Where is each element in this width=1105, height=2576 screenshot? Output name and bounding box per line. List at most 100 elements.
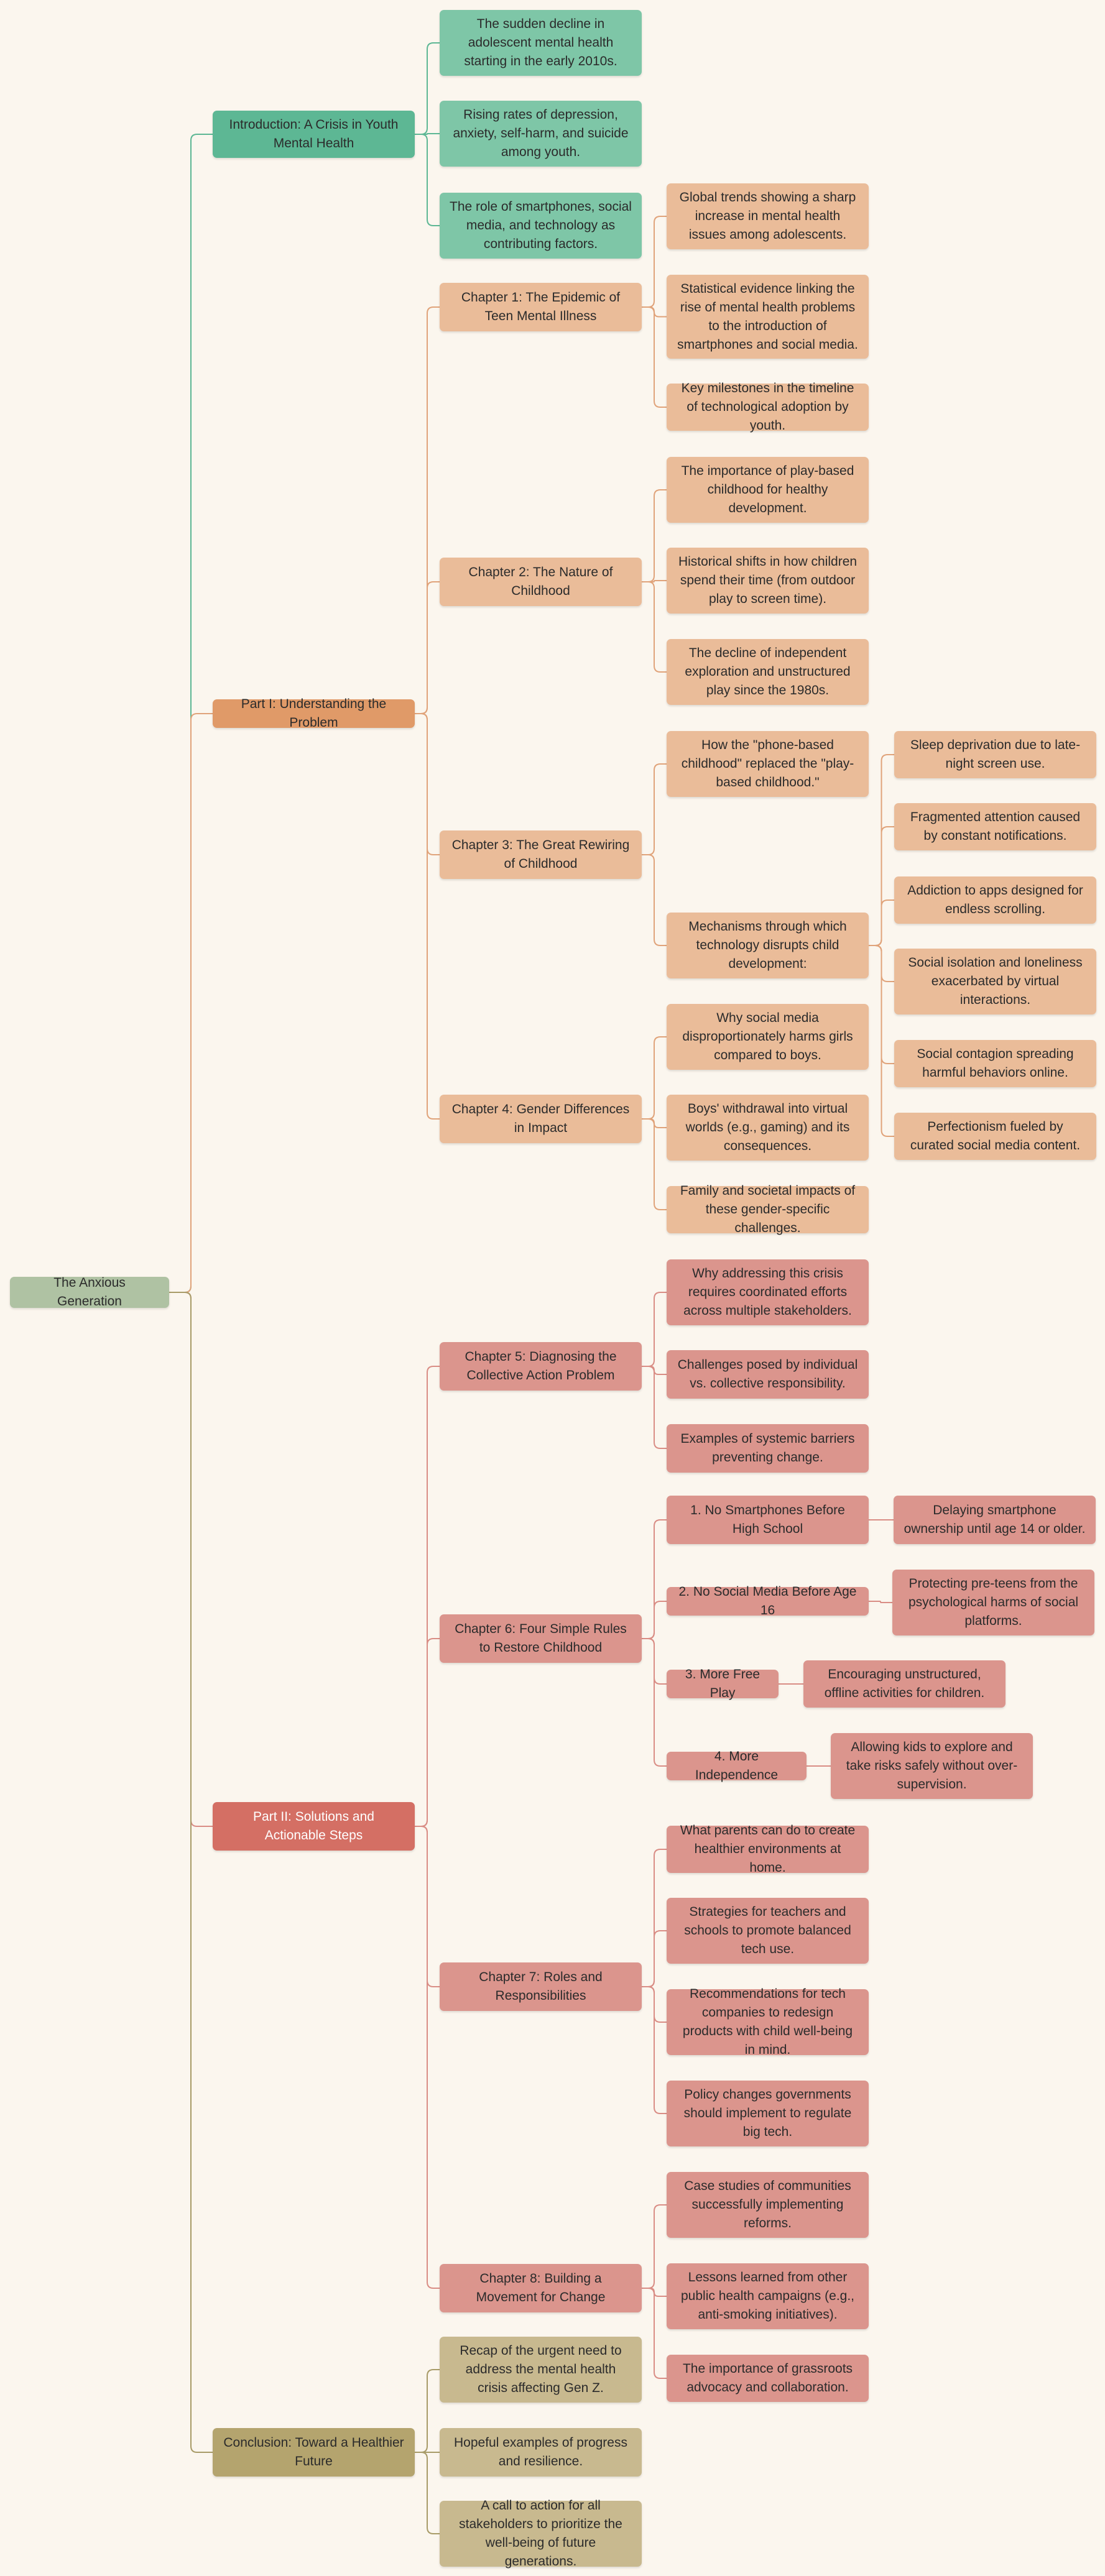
connector-edge <box>642 1601 667 1639</box>
branch-node-conclusion-toward-a-healthier-future[interactable]: Conclusion: Toward a Healthier Future <box>213 2428 415 2477</box>
topic-node-how-the-phone-based-childhood-replaced[interactable]: How the "phone-based childhood" replaced… <box>667 731 869 797</box>
node-label: Challenges posed by individual vs. colle… <box>677 1358 858 1391</box>
topic-node-delaying-smartphone-ownership-until-age-14[interactable]: Delaying smartphone ownership until age … <box>894 1496 1096 1544</box>
connector-edge <box>869 899 894 946</box>
topic-node-challenges-posed-by-individual-vs-collective[interactable]: Challenges posed by individual vs. colle… <box>667 1350 869 1399</box>
topic-node-why-social-media-disproportionately-harms-girls[interactable]: Why social media disproportionately harm… <box>667 1004 869 1070</box>
topic-node-a-call-to-action-for-all[interactable]: A call to action for all stakeholders to… <box>440 2498 642 2569</box>
topic-node-key-milestones-in-the-timeline-of[interactable]: Key milestones in the timeline of techno… <box>667 381 869 433</box>
node-label: Mechanisms through which technology disr… <box>688 919 847 971</box>
topic-node-addiction-to-apps-designed-for-endless[interactable]: Addiction to apps designed for endless s… <box>894 876 1096 924</box>
node-label: A call to action for all stakeholders to… <box>459 2498 622 2569</box>
connector-edge <box>642 1638 667 1767</box>
connector-edge <box>642 489 667 582</box>
topic-node-chapter-4-gender-differences-in-impact[interactable]: Chapter 4: Gender Differences in Impact <box>440 1095 642 1143</box>
node-label: Recap of the urgent need to address the … <box>460 2344 622 2395</box>
topic-node-lessons-learned-from-other-public-health[interactable]: Lessons learned from other public health… <box>667 2263 869 2329</box>
topic-node-encouraging-unstructured-offline-activities-for-children[interactable]: Encouraging unstructured, offline activi… <box>803 1660 1006 1708</box>
topic-node-social-isolation-and-loneliness-exacerbated-by[interactable]: Social isolation and loneliness exacerba… <box>894 949 1096 1014</box>
branch-node-part-ii-solutions-and-actionable-steps[interactable]: Part II: Solutions and Actionable Steps <box>213 1802 415 1851</box>
connector-edge <box>415 2369 440 2453</box>
node-label: Policy changes governments should implem… <box>683 2087 852 2139</box>
node-label: 3. More Free Play <box>685 1667 761 1700</box>
node-label: The decline of independent exploration a… <box>685 646 851 697</box>
topic-node-policy-changes-governments-should-implement-to[interactable]: Policy changes governments should implem… <box>667 2081 869 2146</box>
node-label: Examples of systemic barriers preventing… <box>680 1432 855 1465</box>
connector-edge <box>642 580 667 582</box>
connector-edge <box>642 1292 667 1367</box>
topic-node-hopeful-examples-of-progress-and-resilience[interactable]: Hopeful examples of progress and resilie… <box>440 2428 642 2477</box>
topic-node-examples-of-systemic-barriers-preventing-change[interactable]: Examples of systemic barriers preventing… <box>667 1424 869 1473</box>
node-label: Chapter 5: Diagnosing the Collective Act… <box>465 1350 617 1382</box>
branch-node-introduction-a-crisis-in-youth-mental[interactable]: Introduction: A Crisis in Youth Mental H… <box>213 111 415 158</box>
node-label: Family and societal impacts of these gen… <box>680 1184 856 1235</box>
connector-edge <box>869 945 894 1137</box>
connector-edge <box>642 1930 667 1987</box>
branch-node-part-i-understanding-the-problem[interactable]: Part I: Understanding the Problem <box>213 697 415 730</box>
connector-edge <box>415 713 440 1120</box>
node-label: Chapter 3: The Great Rewiring of Childho… <box>451 838 630 871</box>
connector-edge <box>642 306 667 408</box>
topic-node-allowing-kids-to-explore-and-take[interactable]: Allowing kids to explore and take risks … <box>831 1733 1033 1799</box>
topic-node-family-and-societal-impacts-of-these[interactable]: Family and societal impacts of these gen… <box>667 1184 869 1235</box>
topic-node-chapter-5-diagnosing-the-collective-action[interactable]: Chapter 5: Diagnosing the Collective Act… <box>440 1342 642 1391</box>
topic-node-chapter-2-the-nature-of-childhood[interactable]: Chapter 2: The Nature of Childhood <box>440 558 642 606</box>
node-label: The importance of play-based childhood f… <box>681 464 854 515</box>
topic-node-social-contagion-spreading-harmful-behaviors-online[interactable]: Social contagion spreading harmful behav… <box>894 1040 1096 1087</box>
node-label: Strategies for teachers and schools to p… <box>684 1905 851 1956</box>
node-label: Chapter 7: Roles and Responsibilities <box>479 1970 603 2003</box>
topic-node-the-importance-of-play-based-childhood[interactable]: The importance of play-based childhood f… <box>667 457 869 523</box>
topic-node-what-parents-can-do-to-create[interactable]: What parents can do to create healthier … <box>667 1823 869 1875</box>
topic-node-chapter-6-four-simple-rules-to[interactable]: Chapter 6: Four Simple Rules to Restore … <box>440 1614 642 1663</box>
topic-node-chapter-8-building-a-movement-for[interactable]: Chapter 8: Building a Movement for Chang… <box>440 2264 642 2312</box>
topic-node-global-trends-showing-a-sharp-increase[interactable]: Global trends showing a sharp increase i… <box>667 183 869 249</box>
connector-edge <box>415 1638 440 1827</box>
connector-edge <box>642 1036 667 1120</box>
topic-node-chapter-7-roles-and-responsibilities[interactable]: Chapter 7: Roles and Responsibilities <box>440 1962 642 2011</box>
topic-node-statistical-evidence-linking-the-rise-of[interactable]: Statistical evidence linking the rise of… <box>667 275 869 359</box>
topic-node-sleep-deprivation-due-to-late-night[interactable]: Sleep deprivation due to late-night scre… <box>894 731 1096 778</box>
topic-node-the-role-of-smartphones-social-media[interactable]: The role of smartphones, social media, a… <box>440 193 642 259</box>
connector-edge <box>642 1118 667 1210</box>
topic-node-4-more-independence[interactable]: 4. More Independence <box>667 1749 807 1782</box>
node-label: Sleep deprivation due to late-night scre… <box>910 738 1081 771</box>
connector-edge <box>642 216 667 308</box>
topic-node-recommendations-for-tech-companies-to-redesign[interactable]: Recommendations for tech companies to re… <box>667 1987 869 2057</box>
node-label: Boys' withdrawal into virtual worlds (e.… <box>685 1102 850 1153</box>
node-label: Chapter 4: Gender Differences in Impact <box>451 1102 630 1135</box>
topic-node-the-importance-of-grassroots-advocacy-and[interactable]: The importance of grassroots advocacy an… <box>667 2355 869 2402</box>
topic-node-historical-shifts-in-how-children-spend[interactable]: Historical shifts in how children spend … <box>667 548 869 614</box>
topic-node-protecting-pre-teens-from-the-psychological[interactable]: Protecting pre-teens from the psychologi… <box>892 1570 1094 1635</box>
node-label: What parents can do to create healthier … <box>680 1823 856 1875</box>
node-label: Protecting pre-teens from the psychologi… <box>908 1576 1079 1628</box>
connector-edge <box>415 581 440 714</box>
topic-node-rising-rates-of-depression-anxiety-self[interactable]: Rising rates of depression, anxiety, sel… <box>440 101 642 167</box>
topic-node-boys-withdrawal-into-virtual-worlds-e[interactable]: Boys' withdrawal into virtual worlds (e.… <box>667 1095 869 1161</box>
topic-node-chapter-1-the-epidemic-of-teen[interactable]: Chapter 1: The Epidemic of Teen Mental I… <box>440 283 642 331</box>
node-label: Encouraging unstructured, offline activi… <box>824 1667 985 1700</box>
topic-node-strategies-for-teachers-and-schools-to[interactable]: Strategies for teachers and schools to p… <box>667 1898 869 1964</box>
topic-node-case-studies-of-communities-successfully-implementing[interactable]: Case studies of communities successfully… <box>667 2172 869 2238</box>
topic-node-perfectionism-fueled-by-curated-social-media[interactable]: Perfectionism fueled by curated social m… <box>894 1113 1096 1160</box>
connector-edge <box>642 1986 667 2114</box>
topic-node-fragmented-attention-caused-by-constant-notifications[interactable]: Fragmented attention caused by constant … <box>894 803 1096 850</box>
node-label: 1. No Smartphones Before High School <box>690 1503 845 1536</box>
topic-node-the-decline-of-independent-exploration-and[interactable]: The decline of independent exploration a… <box>667 639 869 705</box>
topic-node-the-sudden-decline-in-adolescent-mental[interactable]: The sudden decline in adolescent mental … <box>440 10 642 76</box>
connector-edge <box>642 2288 667 2379</box>
topic-node-1-no-smartphones-before-high-school[interactable]: 1. No Smartphones Before High School <box>667 1496 869 1544</box>
topic-node-why-addressing-this-crisis-requires-coordinated[interactable]: Why addressing this crisis requires coor… <box>667 1259 869 1325</box>
root-node[interactable]: The Anxious Generation <box>10 1276 169 1309</box>
topic-node-mechanisms-through-which-technology-disrupts-child[interactable]: Mechanisms through which technology disr… <box>667 913 869 978</box>
topic-node-recap-of-the-urgent-need-to[interactable]: Recap of the urgent need to address the … <box>440 2337 642 2403</box>
node-label: Introduction: A Crisis in Youth Mental H… <box>229 117 399 150</box>
topic-node-chapter-3-the-great-rewiring-of[interactable]: Chapter 3: The Great Rewiring of Childho… <box>440 830 642 879</box>
node-label: Rising rates of depression, anxiety, sel… <box>453 108 629 159</box>
node-label: Addiction to apps designed for endless s… <box>907 883 1083 916</box>
node-label: Social contagion spreading harmful behav… <box>917 1047 1074 1080</box>
topic-node-2-no-social-media-before-age[interactable]: 2. No Social Media Before Age 16 <box>667 1585 869 1617</box>
connector-edge <box>415 1826 440 2289</box>
topic-node-3-more-free-play[interactable]: 3. More Free Play <box>667 1667 779 1700</box>
node-label: The role of smartphones, social media, a… <box>450 200 632 251</box>
